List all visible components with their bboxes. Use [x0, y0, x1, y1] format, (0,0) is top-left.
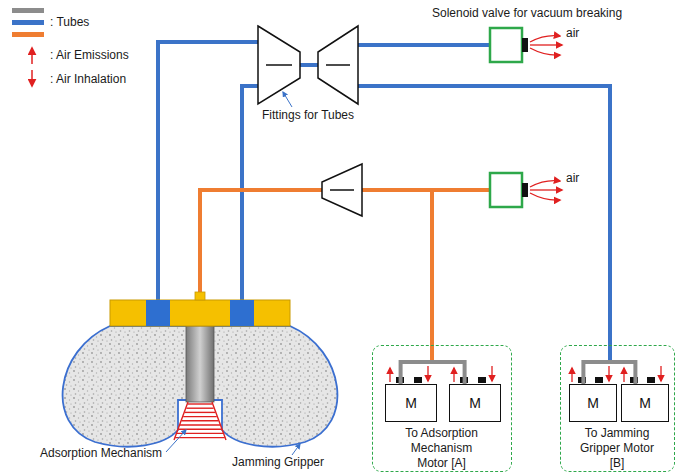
drawing-part [63, 326, 338, 447]
drawing-part [530, 193, 560, 200]
drawing-part [326, 64, 350, 66]
drawing-part [453, 368, 454, 382]
drawing-part [530, 189, 562, 190]
drawing-part [491, 366, 492, 381]
drawing-part [31, 70, 33, 86]
drawing-part [530, 181, 560, 187]
drawing-part [490, 28, 522, 62]
motor-label: M [639, 395, 651, 411]
drawing-part [389, 368, 390, 382]
motor-box: M [621, 384, 669, 422]
drawing-part [182, 420, 219, 421]
drawing-part [178, 429, 221, 430]
drawing-part [200, 190, 322, 294]
drawing-part [318, 26, 358, 104]
part-label: Fittings for Tubes [262, 108, 354, 122]
legend-samples [12, 8, 44, 86]
part-label: air [566, 26, 579, 40]
drawing-part [330, 189, 354, 191]
drawing-part [478, 377, 486, 383]
drawing-part [623, 368, 624, 382]
motor-box: M [449, 384, 501, 422]
motor-group: To Jamming Gripper Motor [B] M M [560, 345, 675, 472]
drawing-part [292, 444, 300, 455]
drawing-part [146, 300, 170, 326]
drawing-part [258, 26, 300, 104]
drawing-part [490, 173, 522, 207]
drawing-part [12, 20, 44, 25]
drawing-part [266, 64, 292, 66]
drawing-part [300, 63, 318, 67]
part-label: Adsorption Mechanism [40, 446, 162, 460]
drawing-part [188, 403, 212, 404]
part-label: Solenoid valve for vacuum breaking [432, 6, 622, 20]
leader-line [283, 92, 292, 107]
legend-label: : Air Inhalation [50, 72, 126, 86]
drawing-part [12, 8, 44, 13]
drawing-part [186, 326, 214, 402]
drawing-part [158, 42, 258, 300]
drawing-part [358, 86, 610, 361]
drawing-part [390, 366, 661, 382]
drawing-part [242, 86, 258, 300]
tube-fittings [258, 26, 362, 216]
drawing-part [522, 183, 528, 197]
drawing-part [571, 368, 572, 382]
motor-label: M [587, 395, 599, 411]
legend-label: : Air Emissions [50, 48, 129, 62]
drawing-part [530, 44, 562, 45]
group-label: To Jamming Gripper Motor [B] [571, 426, 663, 471]
drawing-part [427, 366, 428, 381]
drawing-part [414, 377, 422, 383]
drawing-part [186, 408, 213, 409]
drawing-part [530, 36, 560, 42]
drawing-part [530, 48, 560, 55]
motor-box: M [569, 384, 617, 422]
drawing-part [522, 38, 528, 52]
drawing-part [230, 300, 254, 326]
drawing-part [166, 430, 186, 452]
drawing-part [430, 190, 434, 361]
drawing-part [110, 300, 290, 326]
drawing-part [183, 416, 217, 417]
drawing-part [12, 32, 44, 37]
drawing-part [362, 188, 490, 192]
motor-label: M [469, 395, 481, 411]
drawing-part [595, 377, 603, 383]
motor-group: To Adsorption Mechanism Motor [A] M M [372, 345, 512, 472]
part-label: Jamming Gripper [232, 455, 324, 469]
group-label: To Adsorption Mechanism Motor [A] [396, 426, 488, 471]
grey-tube [583, 362, 635, 384]
drawing-part [530, 36, 562, 201]
drawing-part [180, 424, 220, 425]
drawing-part [660, 366, 661, 381]
jamming-gripper [63, 292, 338, 447]
part-label: air [566, 171, 579, 185]
drawing-part [322, 164, 362, 216]
motor-ports [390, 366, 661, 383]
leader-lines [166, 430, 300, 455]
drawing-part [608, 366, 609, 381]
legend-label: : Tubes [50, 15, 89, 29]
drawing-part [31, 48, 33, 64]
drawing-part [358, 43, 490, 47]
motor-label: M [405, 395, 417, 411]
motor-box: M [385, 384, 437, 422]
drawing-part [175, 437, 225, 438]
grey-tube [401, 362, 465, 384]
solenoid-valves [490, 28, 562, 207]
drawing-part [185, 412, 215, 413]
drawing-part [195, 292, 205, 300]
drawing-part [647, 377, 655, 383]
